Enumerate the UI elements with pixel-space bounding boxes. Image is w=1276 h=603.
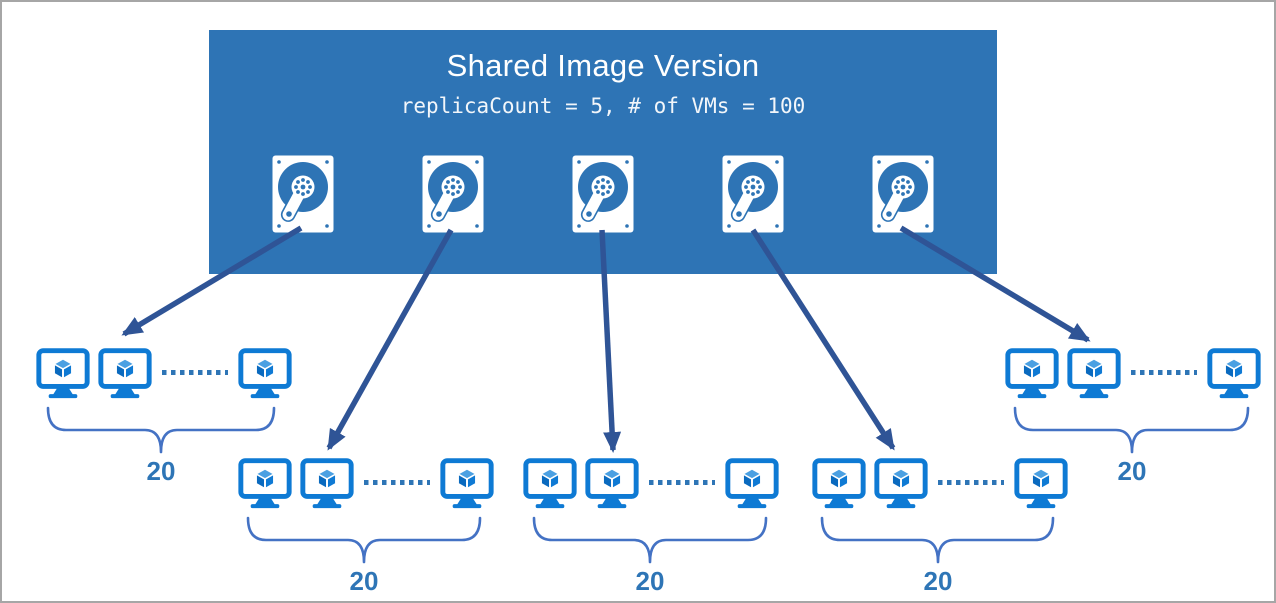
ellipsis-dots xyxy=(364,480,430,485)
vm-group-1 xyxy=(36,348,292,399)
brace xyxy=(532,516,768,564)
vm-icon xyxy=(1207,348,1261,399)
disk-icon xyxy=(872,155,934,233)
vm-group-3 xyxy=(523,458,779,509)
disk-icon xyxy=(422,155,484,233)
vm-icon xyxy=(300,458,354,509)
vm-icon xyxy=(1014,458,1068,509)
shared-image-version-box: Shared Image Version replicaCount = 5, #… xyxy=(209,30,997,274)
brace xyxy=(1013,406,1250,454)
replica-disk-row xyxy=(209,155,997,233)
vm-count-label: 20 xyxy=(923,566,953,596)
vm-icon xyxy=(725,458,779,509)
ellipsis-dots xyxy=(649,480,715,485)
box-title: Shared Image Version xyxy=(446,48,760,83)
ellipsis-dots xyxy=(1131,370,1197,375)
vm-count-label: 20 xyxy=(1117,456,1147,486)
box-subtitle: replicaCount = 5, # of VMs = 100 xyxy=(400,94,806,118)
vm-icon xyxy=(1005,348,1059,399)
ellipsis-dots xyxy=(938,480,1004,485)
vm-count-label: 20 xyxy=(349,566,379,596)
brace xyxy=(46,406,276,454)
vm-icon xyxy=(238,458,292,509)
vm-count-label: 20 xyxy=(146,456,176,486)
vm-icon xyxy=(812,458,866,509)
brace xyxy=(246,516,482,564)
vm-icon xyxy=(36,348,90,399)
vm-icon xyxy=(874,458,928,509)
brace xyxy=(820,516,1055,564)
vm-icon xyxy=(523,458,577,509)
disk-icon xyxy=(572,155,634,233)
vm-group-2 xyxy=(238,458,494,509)
vm-icon xyxy=(585,458,639,509)
disk-icon xyxy=(272,155,334,233)
vm-count-label: 20 xyxy=(635,566,665,596)
vm-icon xyxy=(98,348,152,399)
vm-group-4 xyxy=(812,458,1068,509)
vm-icon xyxy=(440,458,494,509)
disk-icon xyxy=(722,155,784,233)
vm-group-5 xyxy=(1005,348,1261,399)
ellipsis-dots xyxy=(162,370,228,375)
vm-icon xyxy=(238,348,292,399)
vm-icon xyxy=(1067,348,1121,399)
